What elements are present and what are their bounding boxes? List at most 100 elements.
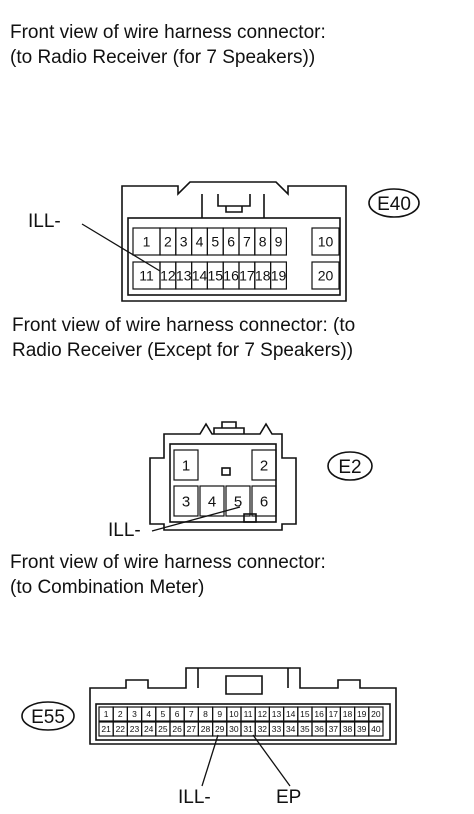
pin-e55-36-label: 36	[314, 724, 324, 734]
callout-e55-ep: EP	[252, 734, 301, 808]
pin-e40-18-label: 18	[255, 268, 271, 284]
connector-e2-key	[221, 467, 231, 476]
pin-e40-6-label: 6	[227, 234, 235, 250]
callout-e2-ill-label: ILL-	[108, 520, 141, 541]
pin-e55-31-label: 31	[243, 724, 253, 734]
pin-e55-38-label: 38	[343, 724, 353, 734]
pin-e40-4-label: 4	[196, 234, 204, 250]
pin-e55-20-label: 20	[371, 709, 381, 719]
pin-e55-2-label: 2	[118, 709, 123, 719]
pin-e55-25-label: 25	[158, 724, 168, 734]
pin-e40-20-cell	[311, 261, 340, 290]
pin-e2-6-cell	[251, 485, 277, 517]
pin-e55-26-label: 26	[172, 724, 182, 734]
pin-e55-33-label: 33	[272, 724, 282, 734]
pin-e55-6-label: 6	[175, 709, 180, 719]
pin-e40-13-label: 13	[176, 268, 192, 284]
pin-e55-24-label: 24	[144, 724, 154, 734]
pin-e40-14-label: 14	[192, 268, 208, 284]
pin-e2-5-cell	[225, 485, 251, 517]
callout-e2-ill: ILL-	[108, 506, 241, 541]
connector-e40-housing	[121, 181, 347, 302]
pin-e55-35-label: 35	[300, 724, 310, 734]
pin-e40-20-label: 20	[318, 268, 334, 284]
connector-e55-id-badge: E55	[21, 701, 75, 731]
pin-e55-16-label: 16	[314, 709, 324, 719]
pin-e55-21-label: 21	[101, 724, 111, 734]
connector-e55-id: E55	[31, 707, 65, 728]
connector-e40-inner-frame	[127, 217, 341, 296]
connector-e55	[89, 667, 397, 745]
pin-e2-1-cell	[173, 449, 199, 481]
pin-e40-19-cell	[270, 261, 288, 290]
pin-e55-14-label: 14	[286, 709, 296, 719]
pin-e55-19-label: 19	[357, 709, 367, 719]
callout-e55-ill: ILL-	[178, 734, 219, 808]
pin-e40-17-label: 17	[239, 268, 255, 284]
pin-e2-3-label: 3	[182, 493, 190, 510]
connector-e2-id-badge: E2	[327, 451, 373, 481]
caption-e2: Front view of wire harness connector: (t…	[12, 315, 356, 361]
pin-e55-39-label: 39	[357, 724, 367, 734]
pin-e40-9-cell	[270, 227, 288, 256]
caption-e40: Front view of wire harness connector: (t…	[10, 22, 326, 68]
pin-e55-1-label: 1	[104, 709, 109, 719]
callout-e55-ep-label: EP	[276, 787, 301, 808]
pin-e40-19-label: 19	[271, 268, 287, 284]
pin-e40-5-label: 5	[211, 234, 219, 250]
pin-e2-2-cell	[251, 449, 277, 481]
pin-e55-15-label: 15	[300, 709, 310, 719]
pin-e40-7-label: 7	[243, 234, 251, 250]
pin-e55-30-label: 30	[229, 724, 239, 734]
pin-e55-8-label: 8	[203, 709, 208, 719]
pin-e40-10-label: 10	[318, 234, 334, 250]
pin-e2-5-label: 5	[234, 493, 242, 510]
connector-e40-latch	[201, 194, 265, 218]
pin-e55-40-cell	[368, 721, 384, 737]
pin-e55-3-label: 3	[132, 709, 137, 719]
connector-e2	[149, 421, 297, 531]
pin-e55-18-label: 18	[343, 709, 353, 719]
pin-e55-9-label: 9	[217, 709, 222, 719]
pin-e40-1-label: 1	[143, 234, 151, 250]
pin-e55-17-label: 17	[329, 709, 339, 719]
pin-e55-28-label: 28	[201, 724, 211, 734]
connector-e40-id: E40	[377, 194, 411, 215]
pin-e2-4-label: 4	[208, 493, 216, 510]
pin-e55-32-label: 32	[258, 724, 268, 734]
connector-e40	[121, 181, 347, 302]
pin-e2-2-label: 2	[260, 457, 268, 474]
pin-e55-7-label: 7	[189, 709, 194, 719]
pin-e55-10-label: 10	[229, 709, 239, 719]
pin-e40-11-label: 11	[139, 268, 154, 284]
connector-e2-id: E2	[338, 457, 361, 478]
pin-e55-40-label: 40	[371, 724, 381, 734]
callout-e55-ill-label: ILL-	[178, 787, 211, 808]
connector-e55-inner-frame	[95, 703, 391, 741]
connector-e2-housing	[149, 422, 297, 531]
pin-e55-37-label: 37	[329, 724, 339, 734]
pin-e40-10-cell	[311, 227, 340, 256]
pin-e2-3-cell	[173, 485, 199, 517]
pin-e55-34-label: 34	[286, 724, 296, 734]
caption-e55: Front view of wire harness connector: (t…	[10, 552, 326, 598]
pin-e55-5-label: 5	[161, 709, 166, 719]
pin-e55-22-label: 22	[116, 724, 126, 734]
pin-e55-11-label: 11	[244, 709, 253, 719]
pin-e40-9-label: 9	[275, 234, 283, 250]
callout-e40-ill: ILL-	[28, 211, 161, 272]
connector-e55-housing	[89, 667, 397, 745]
connector-e2-inner-frame	[169, 443, 277, 523]
pin-e40-2-label: 2	[164, 234, 172, 250]
pin-e2-4-cell	[199, 485, 225, 517]
pin-e2-6-label: 6	[260, 493, 268, 510]
connector-e40-id-badge: E40	[368, 188, 420, 218]
pin-e2-1-label: 1	[182, 457, 190, 474]
pin-e40-15-label: 15	[208, 268, 224, 284]
connector-e2-pins: 1 2 3 4 5 6	[173, 449, 277, 517]
connector-e2-latch	[213, 421, 245, 434]
pin-e55-20-cell	[368, 706, 384, 722]
